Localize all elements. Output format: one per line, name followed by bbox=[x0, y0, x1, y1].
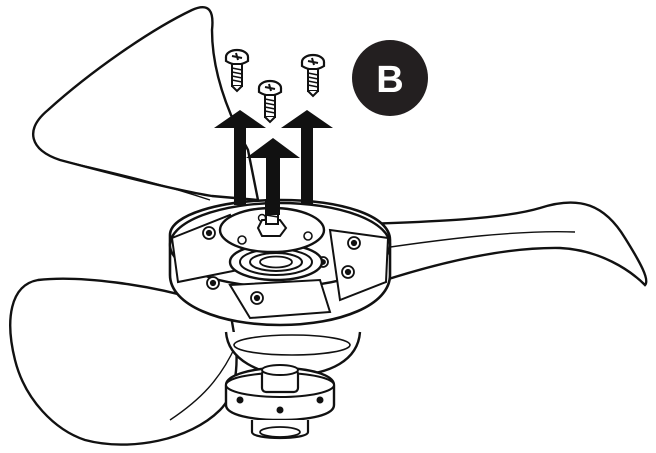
motor-housing bbox=[224, 331, 362, 440]
fan-blade-upper-left bbox=[32, 6, 260, 202]
fan-blade-lower-left bbox=[9, 277, 238, 446]
step-badge-label: B bbox=[376, 59, 403, 101]
fan-hub bbox=[168, 198, 392, 327]
arrow-up-icon bbox=[214, 110, 333, 215]
screw-icon bbox=[224, 48, 250, 93]
step-badge: B bbox=[352, 40, 428, 116]
screw-icon bbox=[300, 53, 326, 98]
screw-icon bbox=[257, 79, 283, 124]
fan-blade-right bbox=[338, 201, 648, 287]
